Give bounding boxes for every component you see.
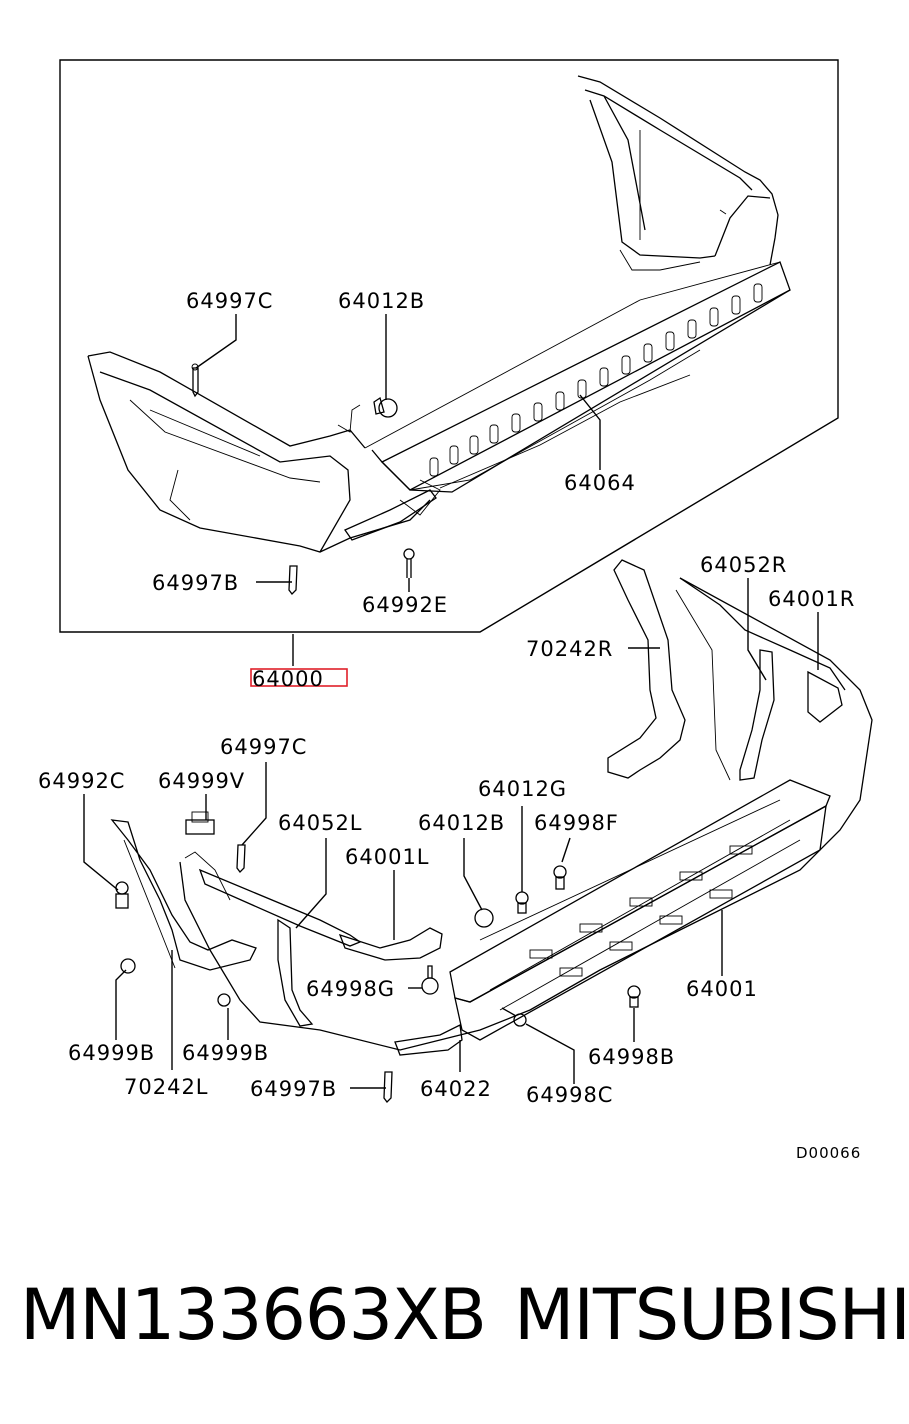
fastener-64012G <box>515 891 529 914</box>
clip-64012B-upper <box>373 396 398 418</box>
label-b-64012G: 64012G <box>478 777 567 801</box>
label-assembly-64000: 64000 <box>252 667 324 691</box>
part-number: MN133663XB <box>20 1274 487 1356</box>
fastener-64012B-lower <box>474 908 494 928</box>
fastener-64998B <box>627 985 641 1008</box>
fastener-64997B-lower <box>383 1071 393 1103</box>
label-b-70242R: 70242R <box>526 637 613 661</box>
clip-64997B-upper <box>288 565 298 595</box>
label-b-64012B: 64012B <box>418 811 505 835</box>
highlight-box <box>250 668 348 687</box>
label-a-64012B: 64012B <box>338 289 425 313</box>
label-b-64001R: 64001R <box>768 587 855 611</box>
label-a-64992E: 64992E <box>362 593 448 617</box>
label-b-64999V: 64999V <box>158 769 245 793</box>
lower-exploded-view <box>110 559 873 1103</box>
assembly-frame <box>59 59 839 633</box>
label-b-64998B: 64998B <box>588 1045 675 1069</box>
leader-a-64997C <box>195 314 237 369</box>
label-b-64052R: 64052R <box>700 553 787 577</box>
label-b-64999B-2: 64999B <box>182 1041 269 1065</box>
fastener-64992C <box>115 881 129 909</box>
label-b-64998G: 64998G <box>306 977 395 1001</box>
label-a-64064: 64064 <box>564 471 636 495</box>
label-b-64001: 64001 <box>686 977 758 1001</box>
label-b-64997C: 64997C <box>220 735 307 759</box>
label-b-64998F: 64998F <box>534 811 619 835</box>
label-a-64997C: 64997C <box>186 289 273 313</box>
upper-bumper-assembly <box>87 75 791 553</box>
label-a-64997B: 64997B <box>152 571 239 595</box>
brand-name: MITSUBISHI <box>514 1274 909 1356</box>
fastener-64998G <box>421 965 439 995</box>
diagram-code: D00066 <box>796 1144 861 1162</box>
lower-leaders <box>83 578 819 1089</box>
fastener-64998F <box>553 865 567 890</box>
leader-a-64064 <box>579 394 601 470</box>
fastener-64997C-lower <box>236 844 246 873</box>
fastener-64999B-1 <box>120 958 136 974</box>
fastener-64998C <box>501 1007 527 1027</box>
fastener-64999V <box>185 811 215 835</box>
label-b-64001L: 64001L <box>345 845 430 869</box>
label-b-64997B: 64997B <box>250 1077 337 1101</box>
label-b-64999B-1: 64999B <box>68 1041 155 1065</box>
screw-64992E-upper <box>403 548 415 578</box>
label-b-64052L: 64052L <box>278 811 363 835</box>
caption: MN133663XB MITSUBISHI <box>0 1270 909 1380</box>
fastener-64999B-2 <box>217 993 231 1007</box>
label-b-64022: 64022 <box>420 1077 492 1101</box>
label-b-64992C: 64992C <box>38 769 125 793</box>
label-b-64998C: 64998C <box>526 1083 613 1107</box>
label-b-70242L: 70242L <box>124 1075 209 1099</box>
